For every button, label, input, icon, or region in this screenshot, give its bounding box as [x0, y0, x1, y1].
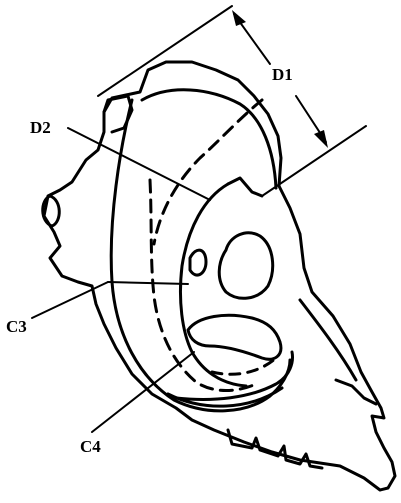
label-d2: D2 [30, 118, 51, 137]
orbit-notch [228, 178, 262, 196]
c4-leader-line [92, 352, 194, 432]
d1-arrowhead-top [232, 10, 246, 26]
d1-endline-left [98, 6, 232, 96]
jaw-opening [188, 315, 281, 359]
snout-line-lower [336, 380, 376, 404]
eye-socket [219, 233, 272, 298]
label-d1: D1 [272, 65, 293, 84]
d2-leader-line [68, 128, 210, 200]
dashed-arch-upper [154, 100, 262, 244]
dashed-arch-lower [150, 180, 256, 391]
c3-chord-line [108, 282, 188, 284]
small-foramen [190, 250, 206, 275]
label-c4: C4 [80, 437, 101, 456]
d1-arrowhead-bottom [314, 130, 328, 148]
label-c3: C3 [6, 317, 27, 336]
tooth-row [228, 430, 322, 468]
